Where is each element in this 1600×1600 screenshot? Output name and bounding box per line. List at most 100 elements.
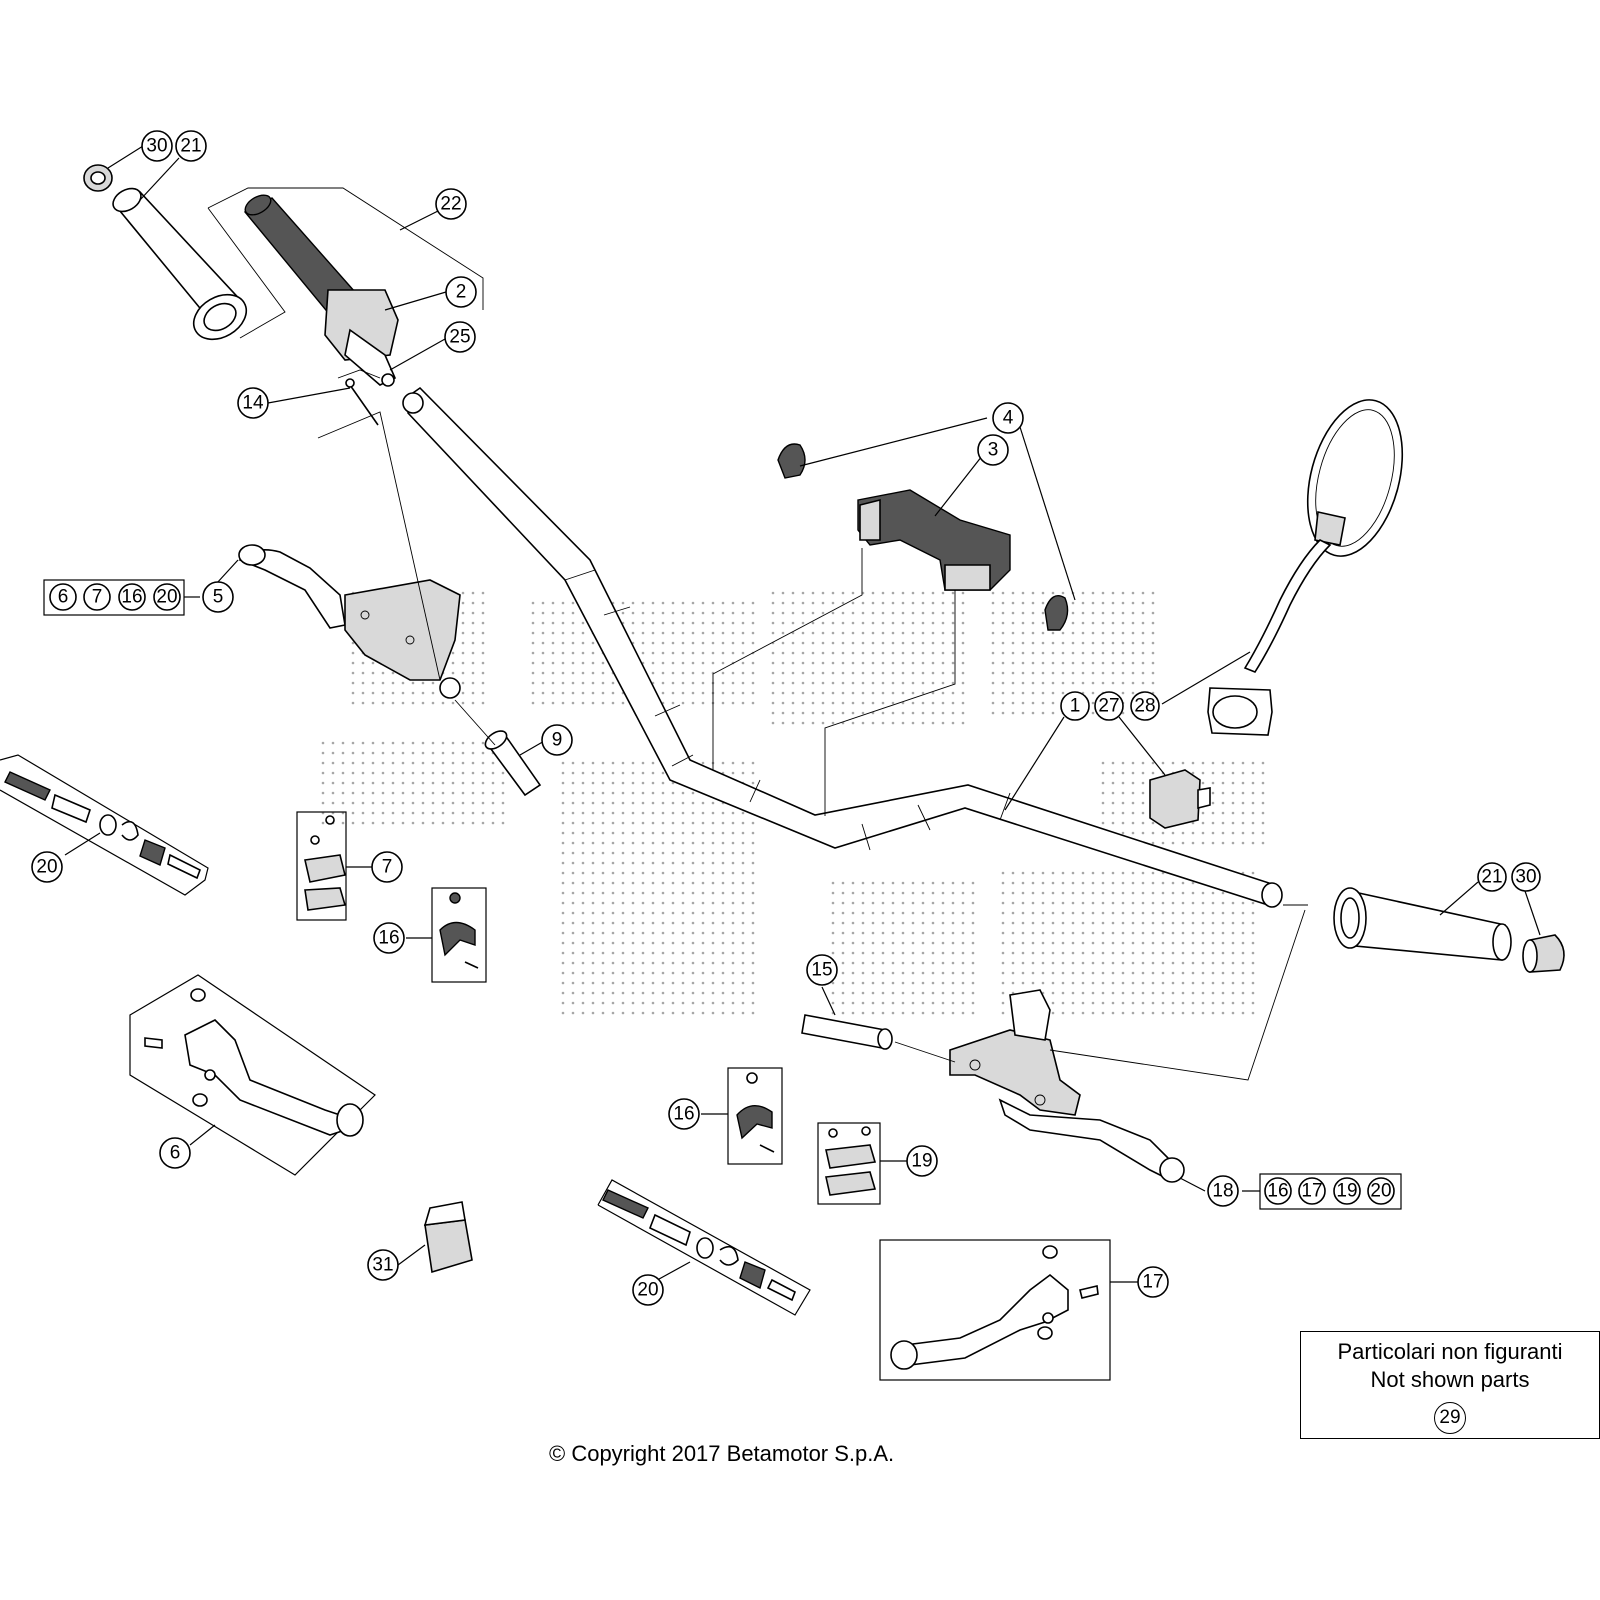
svg-text:31: 31: [372, 1255, 393, 1276]
svg-text:1: 1: [1070, 696, 1081, 717]
callout-20-center: 20: [632, 1274, 664, 1306]
lever-kit-17: [879, 1239, 1111, 1381]
throttle-grip-assembly: [243, 194, 399, 387]
callout-31: 31: [367, 1249, 399, 1281]
svg-text:7: 7: [92, 587, 103, 608]
svg-text:16: 16: [673, 1104, 694, 1125]
clutch-lever-assembly: [238, 544, 461, 699]
svg-text:16: 16: [1267, 1181, 1288, 1202]
svg-text:19: 19: [1336, 1181, 1357, 1202]
svg-text:22: 22: [440, 194, 461, 215]
svg-text:16: 16: [378, 928, 399, 949]
svg-text:20: 20: [1370, 1181, 1391, 1202]
callout-20-left: 20: [31, 851, 63, 883]
svg-text:21: 21: [180, 136, 201, 157]
callout-group-box-18: [1259, 1173, 1402, 1210]
callout-5: 5: [202, 581, 234, 613]
push-rod-15: [801, 1014, 893, 1050]
callout-15: 15: [806, 954, 838, 986]
callout-16-center: 16: [668, 1098, 700, 1130]
svg-text:3: 3: [988, 440, 999, 461]
clamp-kit-16-right: [727, 1067, 783, 1165]
watermark: [320, 590, 1270, 1020]
callout-27: 27: [1094, 691, 1124, 721]
callout-17-group18: 17: [1298, 1177, 1326, 1205]
callout-22: 22: [435, 188, 467, 220]
svg-text:4: 4: [1003, 408, 1014, 429]
svg-text:14: 14: [242, 393, 264, 414]
svg-text:16: 16: [121, 587, 142, 608]
callout-2: 2: [445, 276, 477, 308]
master-cylinder-kit-right: [597, 1179, 811, 1316]
clamp-bolt-left: [777, 443, 806, 479]
callout-20-group5: 20: [153, 583, 181, 611]
callout-25: 25: [444, 321, 476, 353]
callout-14: 14: [237, 387, 269, 419]
top-clamp: [857, 489, 1011, 591]
callout-21-top: 21: [175, 130, 207, 162]
master-cylinder-kit-left: [0, 754, 209, 896]
callout-30-top: 30: [141, 130, 173, 162]
right-grip: [1333, 887, 1512, 961]
callout-6-group5: 6: [49, 583, 77, 611]
svg-text:28: 28: [1134, 696, 1155, 717]
handlebar: [402, 386, 1283, 908]
svg-text:30: 30: [1515, 867, 1536, 888]
callout-28: 28: [1130, 691, 1160, 721]
callout-20-group18: 20: [1367, 1177, 1395, 1205]
copyright-notice: © Copyright 2017 Betamotor S.p.A.: [549, 1441, 895, 1466]
svg-text:20: 20: [156, 587, 177, 608]
svg-text:15: 15: [811, 960, 832, 981]
left-grip: [112, 187, 248, 341]
not-shown-parts-english: Not shown parts: [1370, 1367, 1530, 1392]
callout-21-right: 21: [1477, 862, 1507, 892]
callout-30-right: 30: [1511, 862, 1541, 892]
svg-text:7: 7: [382, 857, 393, 878]
svg-text:21: 21: [1481, 867, 1502, 888]
svg-text:2: 2: [456, 282, 467, 303]
callout-1: 1: [1060, 691, 1090, 721]
svg-text:30: 30: [146, 136, 167, 157]
not-shown-parts-italian: Particolari non figuranti: [1337, 1339, 1563, 1364]
grip-group-bracket: [207, 187, 484, 339]
svg-text:25: 25: [449, 327, 470, 348]
callout-18: 18: [1207, 1175, 1239, 1207]
callout-19: 19: [906, 1145, 938, 1177]
callout-3: 3: [977, 434, 1009, 466]
svg-text:17: 17: [1142, 1272, 1163, 1293]
lever-kit-6: [129, 974, 376, 1176]
svg-text:6: 6: [170, 1143, 181, 1164]
owners-kit-31: [423, 1201, 473, 1274]
callout-7: 7: [371, 851, 403, 883]
svg-text:18: 18: [1212, 1181, 1233, 1202]
throttle-pin: [345, 378, 379, 426]
callout-19-group18: 19: [1333, 1177, 1361, 1205]
svg-text:17: 17: [1301, 1181, 1322, 1202]
svg-text:19: 19: [911, 1151, 932, 1172]
mirror: [1207, 399, 1404, 736]
callout-16-group18: 16: [1264, 1177, 1292, 1205]
svg-text:5: 5: [213, 587, 224, 608]
clamp-kit-16-left: [431, 887, 487, 983]
callout-6: 6: [159, 1137, 191, 1169]
callout-group-box-5: [43, 579, 185, 616]
callout-17: 17: [1137, 1266, 1169, 1298]
callout-29: 29: [1434, 1402, 1466, 1434]
front-brake-assembly: [949, 989, 1185, 1183]
left-grip-end-cap: [83, 164, 113, 192]
clamp-bolt-right: [1044, 595, 1069, 631]
callout-16-left: 16: [373, 922, 405, 954]
svg-text:20: 20: [637, 1280, 658, 1301]
callout-4: 4: [992, 402, 1024, 434]
svg-text:20: 20: [36, 857, 57, 878]
callout-9: 9: [541, 724, 573, 756]
not-shown-parts-box: Particolari non figuranti Not shown part…: [1300, 1331, 1600, 1439]
leader-lines: [64, 145, 1541, 1285]
svg-text:6: 6: [58, 587, 69, 608]
callout-7-group5: 7: [83, 583, 111, 611]
right-grip-end-cap: [1522, 934, 1565, 973]
clamp-kit-7: [296, 811, 347, 921]
push-rod-9: [484, 730, 542, 797]
switch-block: [1149, 769, 1211, 829]
